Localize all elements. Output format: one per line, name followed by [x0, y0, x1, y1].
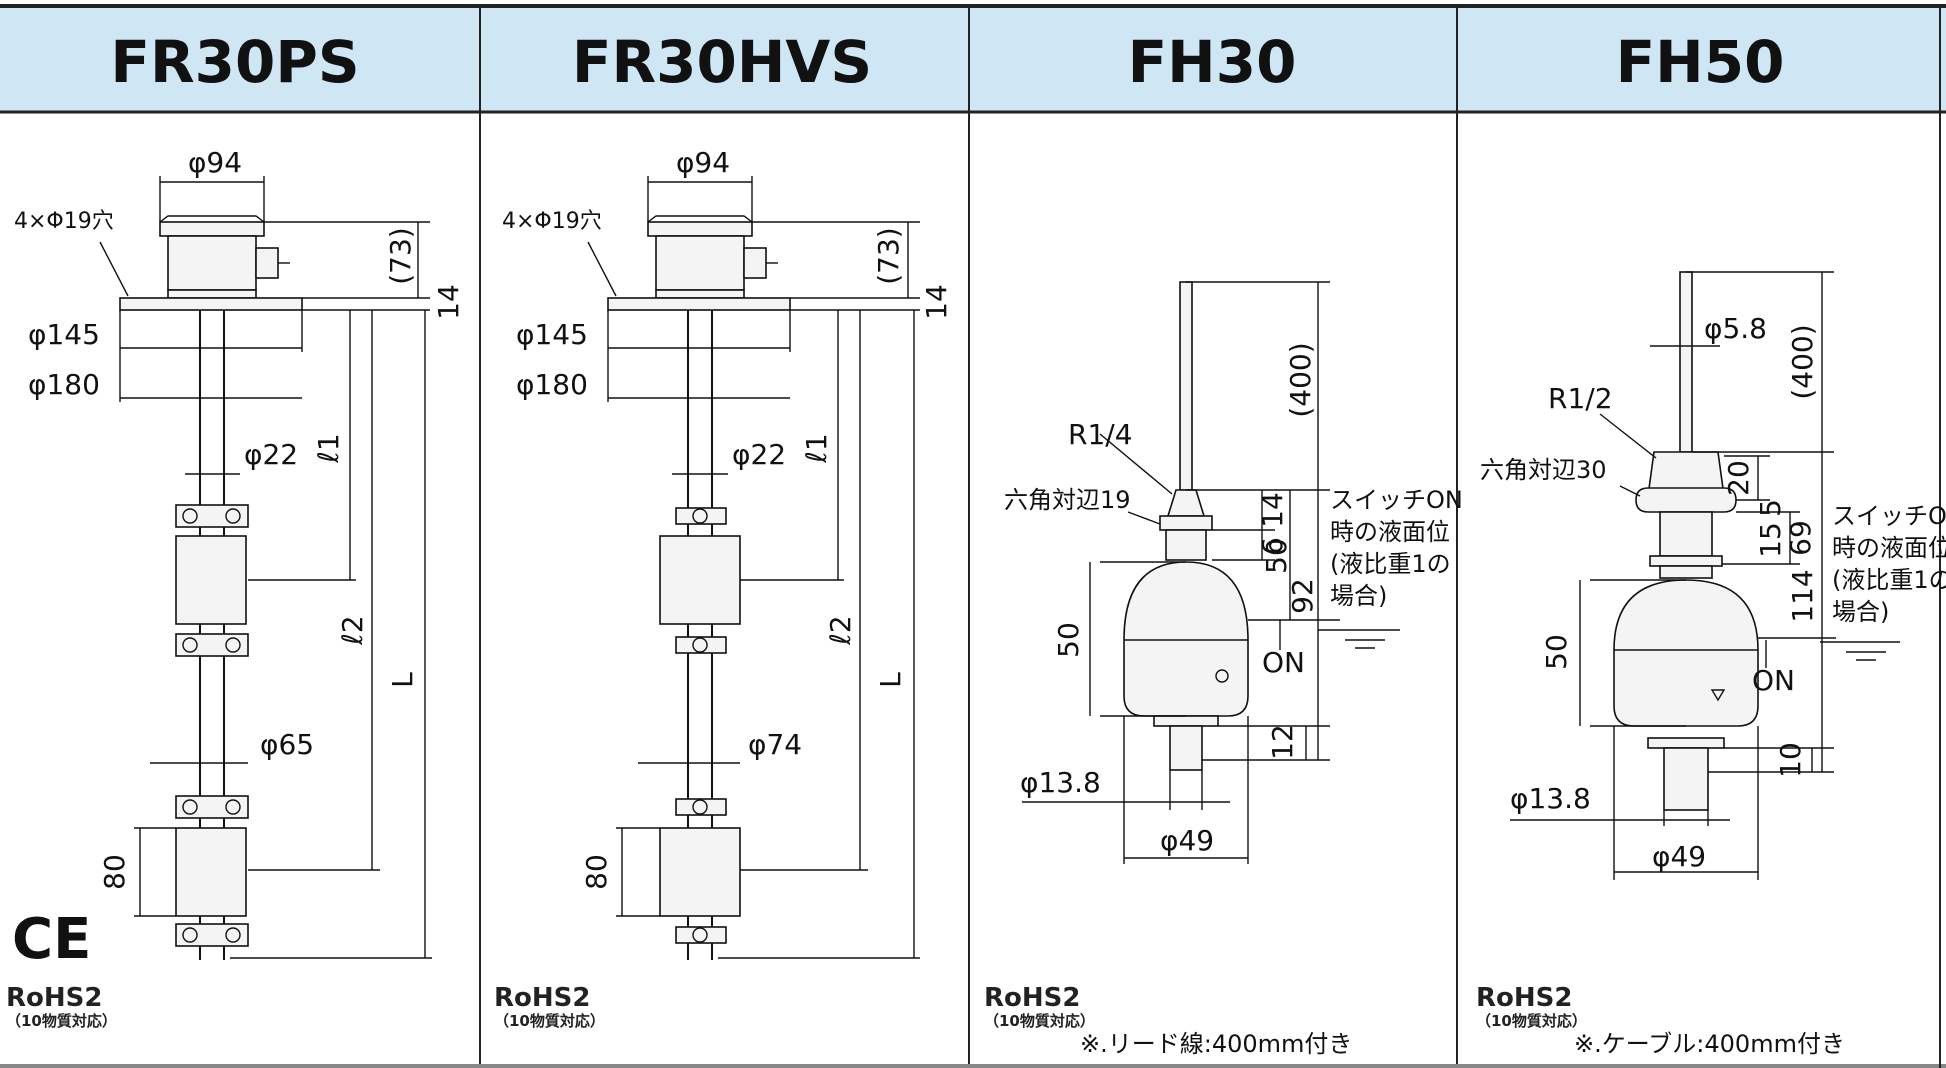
- cable: [1679, 271, 1693, 453]
- switch-note-line4: 場合): [1330, 582, 1387, 610]
- svg-text:(73): (73): [872, 227, 905, 284]
- svg-text:10: 10: [1774, 742, 1807, 778]
- head-cap: [159, 221, 265, 237]
- dim-l1: ℓ1: [312, 433, 345, 463]
- dim-flange-thickness: 14: [432, 284, 465, 320]
- dim-bolt-holes: 4×Φ19穴: [14, 209, 114, 234]
- switch-note-line3: (液比重1の: [1330, 550, 1451, 578]
- svg-text:（10物質対応）: （10物質対応）: [494, 1012, 605, 1030]
- lower-float: [175, 827, 247, 917]
- model-title-fh50: FH50: [1616, 28, 1785, 96]
- dim-hex: 六角対辺19: [1004, 486, 1131, 514]
- svg-text:(液比重1の: (液比重1の: [1832, 566, 1946, 594]
- column-dividers: [0, 6, 1946, 1068]
- rohs-badge: RoHS2: [6, 983, 102, 1013]
- svg-text:φ13.8: φ13.8: [1020, 766, 1101, 799]
- svg-text:50: 50: [1052, 622, 1085, 658]
- svg-text:4×Φ19穴: 4×Φ19穴: [502, 209, 602, 234]
- dim-flange-180: φ180: [28, 368, 100, 401]
- ce-mark: CE: [12, 907, 91, 972]
- drawing-fh30: (400) R1/4 六角対辺19 6 14 50 50 92 スイッチON 時…: [984, 281, 1463, 1058]
- dim-rod-diameter: φ22: [244, 438, 298, 471]
- header-row: FR30PS FR30HVS FH30 FH50: [0, 4, 1946, 114]
- svg-text:20: 20: [1722, 460, 1755, 496]
- svg-text:φ145: φ145: [516, 318, 588, 351]
- rohs-subtitle: （10物質対応）: [6, 1012, 117, 1030]
- svg-text:φ74: φ74: [748, 728, 802, 761]
- dim-total-length: L: [386, 672, 419, 688]
- svg-text:場合): 場合): [1832, 598, 1889, 626]
- svg-text:(400): (400): [1786, 324, 1819, 399]
- drawing-fr30ps: φ94 4×Φ19穴 (73) 14 φ145 φ180 φ22 ℓ1 ℓ2 L…: [6, 146, 465, 1030]
- svg-text:6: 6: [1256, 537, 1289, 555]
- svg-text:14: 14: [920, 284, 953, 320]
- drawing-fh50: (400) φ5.8 R1/2 六角対辺30 20 5 15 69 114 スイ…: [1476, 271, 1946, 1058]
- dim-float-diameter: φ65: [260, 728, 314, 761]
- svg-text:R1/2: R1/2: [1548, 382, 1613, 415]
- model-title-fr30ps: FR30PS: [110, 28, 359, 96]
- svg-text:φ49: φ49: [1652, 840, 1706, 873]
- svg-text:RoHS2: RoHS2: [984, 983, 1080, 1013]
- svg-text:12: 12: [1266, 724, 1299, 760]
- footnote-lead: ※.リード線:400mm付き: [1080, 1030, 1352, 1058]
- svg-text:69: 69: [1784, 520, 1817, 556]
- dim-cable-diameter: φ5.8: [1704, 312, 1767, 345]
- dim-thread: R1/4: [1068, 418, 1133, 451]
- drawing-fr30hvs: φ94 4×Φ19穴 (73) 14 φ145 φ180 φ22 ℓ1 ℓ2 L…: [494, 146, 953, 1030]
- model-title-fr30hvs: FR30HVS: [572, 28, 872, 96]
- dim-l2: ℓ2: [336, 615, 369, 645]
- dim-top-diameter: φ94: [188, 146, 242, 179]
- svg-text:φ49: φ49: [1160, 824, 1214, 857]
- svg-text:スイッチON: スイッチON: [1832, 502, 1946, 530]
- upper-float: [175, 535, 247, 625]
- dim-head-height: (73): [384, 227, 417, 284]
- svg-text:50: 50: [1260, 538, 1293, 574]
- svg-text:15: 15: [1754, 522, 1787, 558]
- svg-text:ℓ1: ℓ1: [800, 433, 833, 463]
- svg-text:RoHS2: RoHS2: [1476, 983, 1572, 1013]
- switch-note-line2: 時の液面位: [1330, 518, 1450, 546]
- svg-text:（10物質対応）: （10物質対応）: [984, 1012, 1095, 1030]
- header-background: [0, 6, 1946, 112]
- dim-flange-145: φ145: [28, 318, 100, 351]
- svg-text:RoHS2: RoHS2: [494, 983, 590, 1013]
- float-body: [1123, 561, 1249, 717]
- svg-text:5: 5: [1754, 499, 1787, 517]
- svg-text:80: 80: [580, 854, 613, 890]
- svg-text:φ22: φ22: [732, 438, 786, 471]
- svg-text:14: 14: [1256, 492, 1289, 528]
- svg-text:ON: ON: [1752, 664, 1795, 697]
- switch-note-line1: スイッチON: [1330, 486, 1463, 514]
- svg-text:φ13.8: φ13.8: [1510, 782, 1591, 815]
- svg-text:114: 114: [1786, 569, 1819, 622]
- dim-lead-length: (400): [1284, 342, 1317, 417]
- svg-text:50: 50: [1540, 634, 1573, 670]
- on-level-label: ON: [1262, 646, 1305, 679]
- model-title-fh30: FH30: [1128, 28, 1297, 96]
- footnote-cable: ※.ケーブル:400mm付き: [1574, 1030, 1845, 1058]
- svg-text:ℓ2: ℓ2: [824, 615, 857, 645]
- flange: [119, 297, 303, 311]
- svg-text:L: L: [874, 672, 907, 688]
- svg-text:（10物質対応）: （10物質対応）: [1476, 1012, 1587, 1030]
- svg-text:φ94: φ94: [676, 146, 730, 179]
- dim-float-height: 80: [98, 854, 131, 890]
- svg-text:φ180: φ180: [516, 368, 588, 401]
- lead-wire: [1179, 281, 1193, 491]
- svg-text:六角対辺30: 六角対辺30: [1480, 456, 1607, 484]
- svg-text:時の液面位: 時の液面位: [1832, 534, 1946, 562]
- svg-text:92: 92: [1286, 578, 1319, 614]
